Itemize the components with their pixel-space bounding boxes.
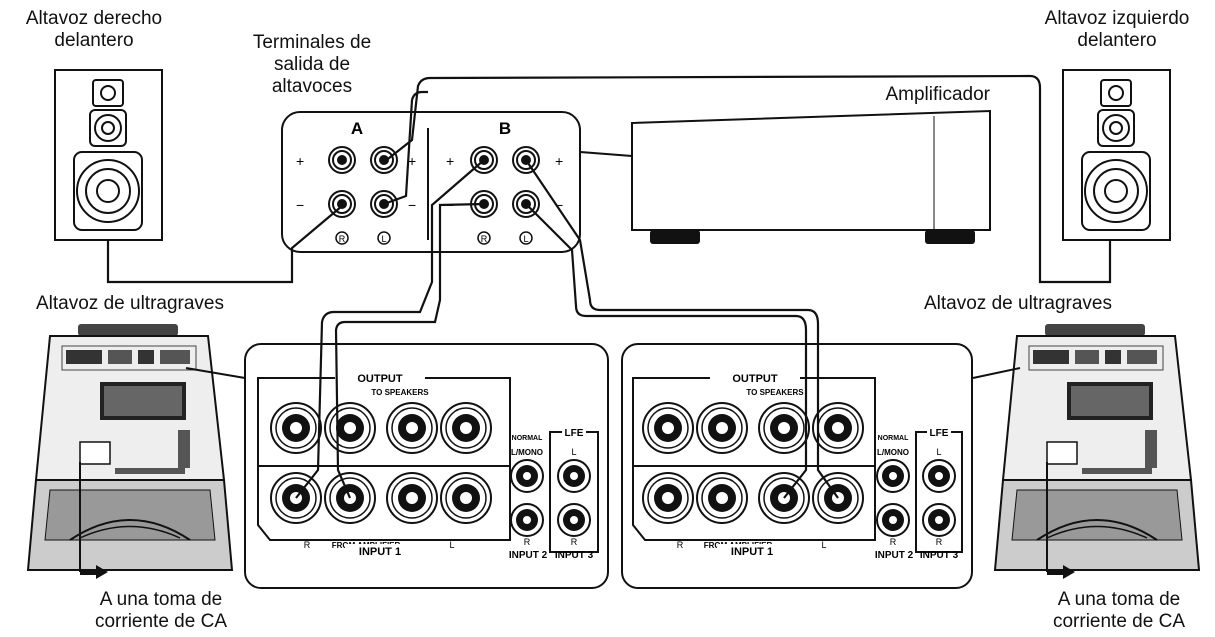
cable-front-right: [106, 205, 343, 284]
svg-text:R: R: [481, 234, 488, 244]
cable-sub-left-2: [334, 202, 485, 499]
svg-text:L: L: [449, 540, 454, 550]
label-subwoofer-right: Altavoz de ultragraves: [924, 293, 1112, 314]
svg-text:TO SPEAKERS: TO SPEAKERS: [746, 388, 804, 397]
front-right-speaker: [54, 69, 163, 241]
svg-text:TO SPEAKERS: TO SPEAKERS: [371, 388, 429, 397]
cable-front-left-1: [383, 74, 1112, 284]
svg-text:−: −: [296, 197, 304, 213]
svg-text:INPUT 3: INPUT 3: [555, 550, 594, 561]
cable-front-left-2: [383, 90, 428, 206]
svg-text:NORMAL: NORMAL: [878, 435, 909, 442]
svg-text:R: R: [936, 537, 943, 547]
terminal-group-b: B: [499, 119, 511, 138]
svg-text:INPUT 1: INPUT 1: [731, 546, 773, 558]
svg-text:R: R: [571, 537, 578, 547]
cable-sub-right: [525, 203, 808, 499]
speaker-cables: [106, 74, 1112, 499]
svg-text:+: +: [296, 153, 304, 169]
svg-text:NORMAL: NORMAL: [512, 435, 543, 442]
svg-text:LFE: LFE: [930, 428, 949, 439]
svg-text:OUTPUT: OUTPUT: [357, 373, 403, 385]
label-subwoofer-left: Altavoz de ultragraves: [36, 293, 224, 314]
cable-sub-left: [295, 159, 485, 499]
svg-text:L: L: [571, 447, 576, 457]
svg-text:INPUT 1: INPUT 1: [359, 546, 401, 558]
svg-text:L/MONO: L/MONO: [877, 448, 909, 457]
svg-text:L: L: [523, 234, 528, 244]
svg-text:L: L: [821, 540, 826, 550]
subwoofer-left: [26, 324, 246, 579]
label-amplifier: Amplificador: [885, 84, 990, 105]
svg-text:R: R: [677, 540, 684, 550]
svg-text:L/MONO: L/MONO: [511, 448, 543, 457]
terminal-group-a: A: [351, 119, 363, 138]
cable-sub-right-2: [525, 159, 839, 499]
svg-text:R: R: [890, 537, 897, 547]
svg-text:R: R: [524, 537, 531, 547]
svg-text:L: L: [381, 234, 386, 244]
svg-text:OUTPUT: OUTPUT: [732, 373, 778, 385]
svg-text:+: +: [555, 153, 563, 169]
svg-text:L: L: [936, 447, 941, 457]
svg-text:−: −: [555, 197, 563, 213]
sub-panel-left: OUTPUT TO SPEAKERS FROM AMPLIFIER INPUT …: [244, 343, 609, 589]
sub-panel-right: OUTPUT TO SPEAKERS FROM AMPLIFIER INPUT …: [621, 343, 973, 589]
svg-text:LFE: LFE: [565, 428, 584, 439]
svg-text:R: R: [339, 234, 346, 244]
svg-text:INPUT 2: INPUT 2: [875, 550, 914, 561]
svg-text:INPUT 2: INPUT 2: [509, 550, 548, 561]
front-left-speaker: [1062, 69, 1171, 241]
svg-text:INPUT 3: INPUT 3: [920, 550, 959, 561]
svg-text:R: R: [304, 540, 311, 550]
svg-text:−: −: [408, 197, 416, 213]
speaker-terminals-panel: A B + + − − + + − − R L R L: [281, 111, 581, 253]
subwoofer-right: [972, 324, 1201, 579]
amplifier: [579, 109, 991, 244]
svg-text:+: +: [408, 153, 416, 169]
svg-text:+: +: [446, 153, 454, 169]
